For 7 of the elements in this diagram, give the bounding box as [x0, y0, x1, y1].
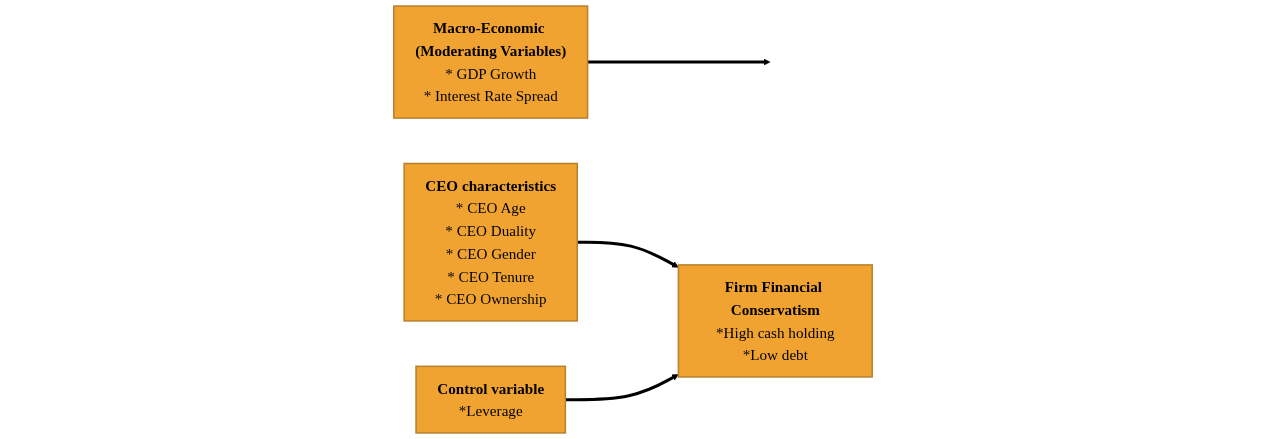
arrow — [576, 240, 679, 268]
node-box: Firm Financial Conservatism *High cash holding *Low debt — [677, 264, 873, 378]
node-box: Control variable *Leverage — [414, 365, 566, 434]
arrow — [564, 374, 679, 402]
arrow — [587, 58, 770, 66]
node-box: Macro-Economic (Moderating Variables) * GDP Growth * Interest Rate Spread — [392, 5, 588, 119]
node-box: CEO characteristics * CEO Age * CEO Duality * CEO Gender * CEO Tenure * CEO Ownership — [402, 162, 578, 322]
